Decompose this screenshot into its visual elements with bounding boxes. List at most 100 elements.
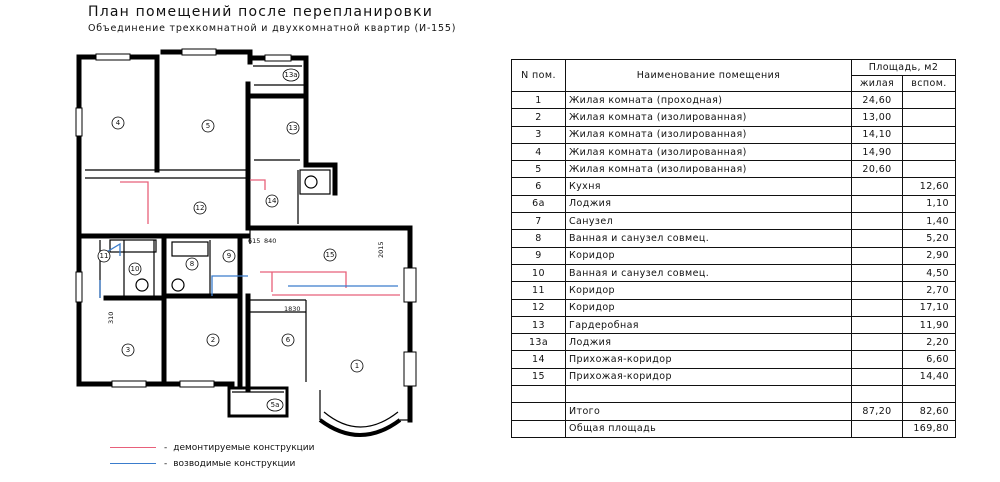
cell-num: 12: [511, 298, 566, 317]
cell-num: 11: [511, 281, 566, 300]
cell-name: [565, 385, 852, 404]
dimension-840: 840: [264, 237, 276, 245]
cell-name: Жилая комната (изолированная): [565, 142, 852, 162]
room-label-10: 10: [131, 265, 140, 273]
cell-aux: [902, 125, 956, 144]
plan-title: План помещений после перепланировки: [88, 4, 434, 20]
cell-num: [511, 419, 566, 438]
header-num: N пом.: [511, 59, 566, 92]
cell-aux: 1,40: [902, 212, 956, 231]
cell-aux: 82,60: [902, 402, 956, 421]
cell-num: 1: [511, 90, 566, 110]
room-label-13a: 13а: [284, 71, 297, 79]
cell-living: [851, 212, 903, 231]
cell-num: 8: [511, 229, 566, 248]
cell-name: Жилая комната (проходная): [565, 90, 852, 110]
floor-plan: 1 2 3 6 4 5 8 9 10 11 12 13 13а 14 15 5а…: [75, 48, 417, 437]
cell-aux: [902, 385, 956, 404]
cell-name: Прихожая-коридор: [565, 350, 852, 369]
cell-aux: [902, 90, 956, 110]
cell-num: 14: [511, 350, 566, 369]
cell-num: 4: [511, 142, 566, 162]
header-area: Площадь, м2: [851, 59, 956, 76]
cell-num: [511, 402, 566, 421]
cell-living: [851, 194, 903, 214]
cell-living: [851, 246, 903, 265]
cell-living: [851, 333, 903, 352]
room-label-12: 12: [196, 204, 205, 212]
room-label-3: 3: [126, 346, 130, 354]
room-label-5: 5: [206, 122, 210, 130]
dimension-1830: 1830: [284, 305, 301, 313]
cell-aux: 2,20: [902, 333, 956, 352]
cell-num: 10: [511, 263, 566, 283]
cell-living: [851, 419, 903, 438]
room-label-14: 14: [268, 197, 277, 205]
room-label-2: 2: [211, 336, 215, 344]
cell-num: 15: [511, 367, 566, 387]
cell-aux: [902, 160, 956, 179]
cell-num: 6: [511, 177, 566, 196]
header-aux: вспом.: [902, 75, 956, 92]
plan-subtitle: Объединение трехкомнатной и двухкомнатно…: [88, 23, 457, 34]
rooms-table: N пом. Наименование помещения Площадь, м…: [511, 59, 956, 438]
legend-demolished-label: демонтируемые конструкции: [173, 443, 315, 453]
cell-aux: 1,10: [902, 194, 956, 214]
cell-aux: 11,90: [902, 315, 956, 335]
room-label-15: 15: [326, 251, 335, 259]
legend-demolished: -демонтируемые конструкции: [110, 443, 314, 453]
cell-living: [851, 229, 903, 248]
cell-living: [851, 281, 903, 300]
cell-name: Жилая комната (изолированная): [565, 125, 852, 144]
cell-name: Кухня: [565, 177, 852, 196]
room-label-6: 6: [286, 336, 291, 344]
cell-num: 13а: [511, 333, 566, 352]
room-label-13: 13: [289, 124, 298, 132]
cell-living: [851, 315, 903, 335]
cell-num: [511, 385, 566, 404]
room-label-9: 9: [227, 252, 231, 260]
cell-aux: 2,70: [902, 281, 956, 300]
cell-aux: 14,40: [902, 367, 956, 387]
cell-name: Коридор: [565, 298, 852, 317]
room-label-4: 4: [116, 119, 121, 127]
cell-aux: 6,60: [902, 350, 956, 369]
legend-erected-label: возводимые конструкции: [173, 459, 296, 469]
cell-num: 3: [511, 125, 566, 144]
header-name: Наименование помещения: [565, 59, 852, 92]
cell-aux: 169,80: [902, 419, 956, 438]
cell-living: [851, 385, 903, 404]
dimension-310: 310: [107, 312, 115, 324]
cell-name: Коридор: [565, 281, 852, 300]
room-label-11: 11: [100, 252, 109, 260]
cell-living: 14,90: [851, 142, 903, 162]
cell-num: 2: [511, 108, 566, 127]
cell-name: Лоджия: [565, 333, 852, 352]
cell-name: Общая площадь: [565, 419, 852, 438]
cell-living: 24,60: [851, 90, 903, 110]
cell-aux: 2,90: [902, 246, 956, 265]
cell-name: Коридор: [565, 246, 852, 265]
cell-living: [851, 350, 903, 369]
room-label-5a: 5а: [271, 401, 280, 409]
cell-aux: 12,60: [902, 177, 956, 196]
cell-num: 9: [511, 246, 566, 265]
cell-name: Лоджия: [565, 194, 852, 214]
table-row: [511, 385, 956, 404]
